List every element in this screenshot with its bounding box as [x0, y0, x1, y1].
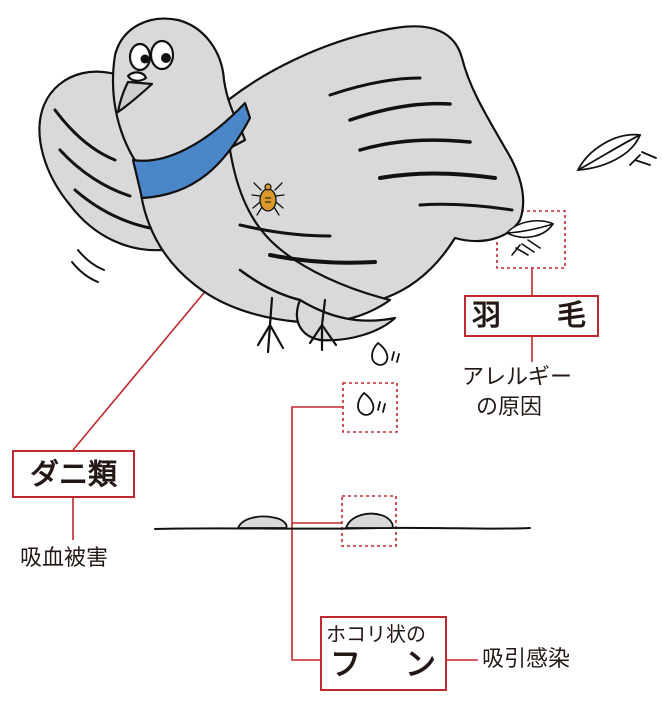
droppings-effect: 吸引感染: [482, 647, 571, 672]
pigeon-beak: [116, 80, 154, 114]
dropping-callout: [342, 382, 398, 433]
dropping-icon-callout: [357, 391, 386, 416]
falling-feather-icon: [576, 133, 657, 172]
pigeon-leg-left: [256, 296, 285, 354]
dropping-icon-falling: [371, 341, 400, 366]
mites-title: ダニ類: [29, 457, 117, 491]
mites-label-box: [12, 450, 135, 498]
motion-lines: [71, 249, 105, 283]
dropping-bracket: [291, 406, 343, 661]
feather-effect-line1: アレルギー: [462, 365, 573, 390]
mite-icon: [251, 182, 285, 216]
droppings-title-left: フ: [330, 647, 361, 683]
feather-title-left: 羽: [472, 298, 502, 332]
ground-dropping-callout: [341, 495, 397, 547]
droppings-title-right: ン: [405, 647, 436, 683]
ground: [154, 526, 531, 530]
pigeon-markings: [53, 76, 514, 302]
droppings-label-box: [320, 616, 447, 691]
mites-effect: 吸血被害: [20, 546, 109, 571]
pigeon-collar: [131, 101, 252, 200]
feather-icon: [505, 219, 555, 256]
feather-effect-line2: の原因: [476, 395, 543, 420]
pigeon: [38, 17, 525, 354]
feather-callout: [496, 210, 566, 269]
feather-title-right: 毛: [557, 298, 587, 332]
feather-label-box: [464, 295, 599, 337]
ground-droppings: [236, 512, 394, 529]
pigeon-leg-right: [308, 298, 338, 352]
droppings-title-line1: ホコリ状の: [326, 622, 426, 646]
